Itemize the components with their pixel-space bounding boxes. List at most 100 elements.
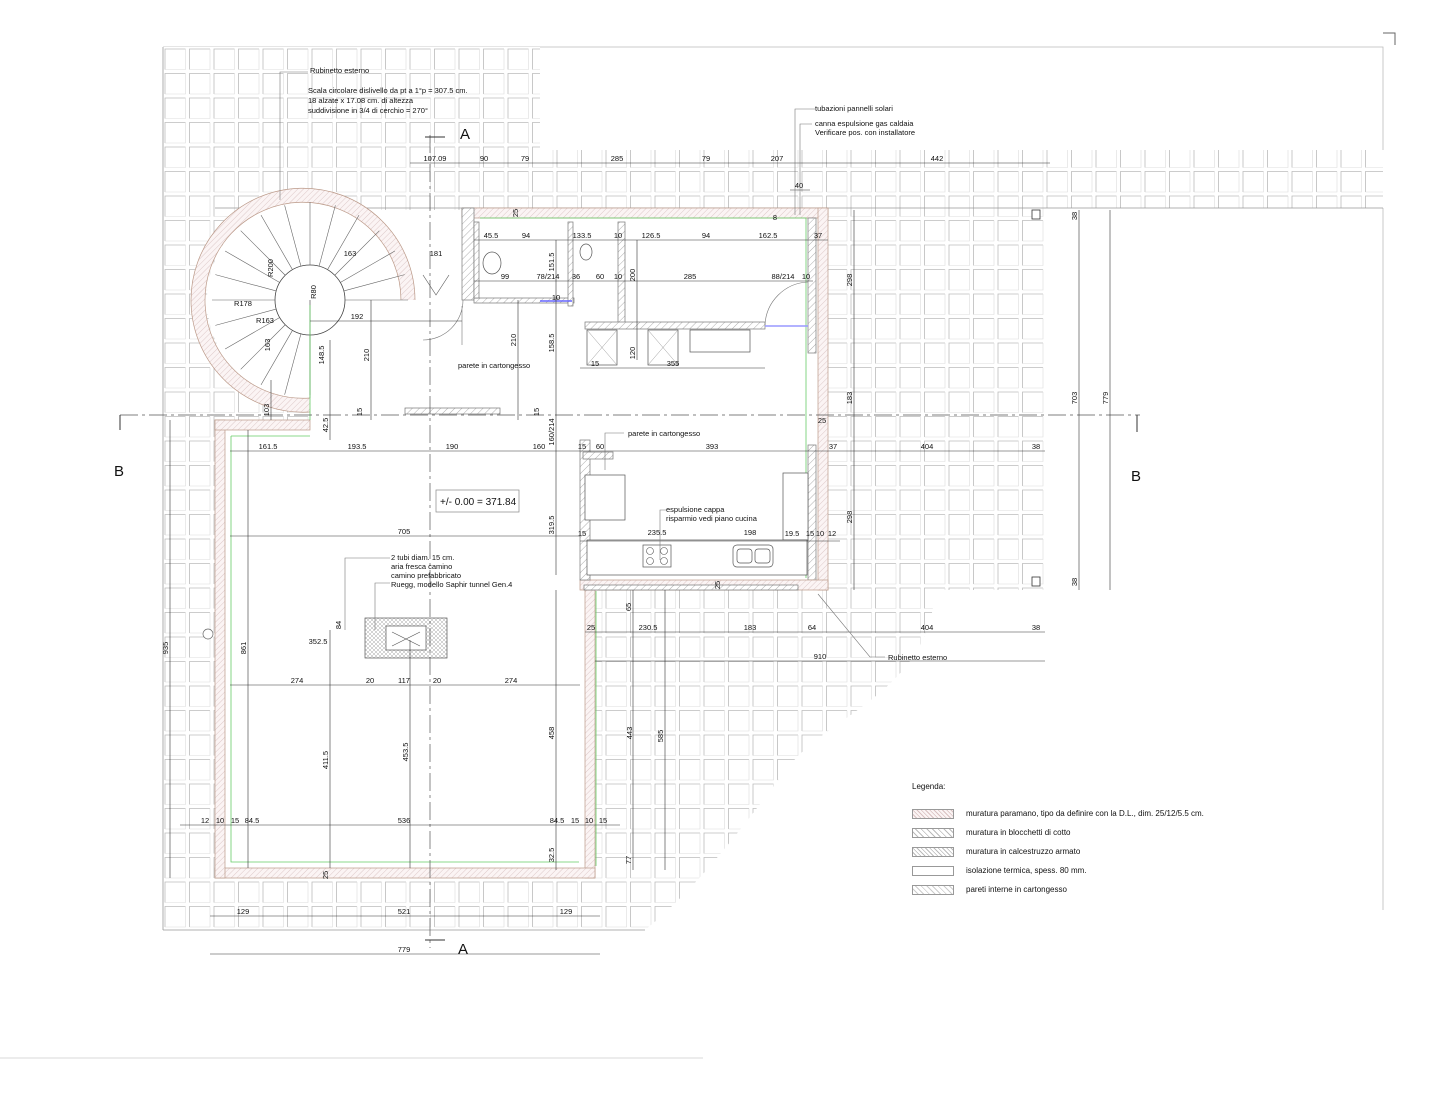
legend-swatch-cross — [912, 846, 954, 857]
stair-tread — [224, 250, 280, 283]
dimension-label: 32.5 — [547, 848, 556, 863]
spiral-staircase — [190, 187, 416, 413]
dimension-label: 393 — [706, 442, 719, 451]
dimension-label: 94 — [522, 231, 530, 240]
dimension-label: 521 — [398, 907, 411, 916]
level-label: +/- 0.00 = 371.84 — [440, 497, 517, 508]
legend-item: muratura in calcestruzzo armato — [912, 842, 1204, 861]
stair-tread — [215, 274, 277, 292]
dimension-label: 90 — [480, 154, 488, 163]
dimension-label: 161.5 — [259, 442, 278, 451]
dimension-label: 160/214 — [547, 418, 556, 445]
dimension-label: 94 — [702, 231, 710, 240]
dimension-label: 585 — [656, 730, 665, 743]
legend-item: muratura in blocchetti di cotto — [912, 823, 1204, 842]
cooktop-icon — [642, 544, 672, 568]
dimension-label: 36 — [572, 272, 580, 281]
legend-label: muratura in calcestruzzo armato — [966, 847, 1081, 856]
note-scala-1: Scala circolare dislivello da pt a 1°p =… — [308, 86, 468, 95]
legend-swatch-hatch — [912, 884, 954, 895]
dimension-label: 10 — [552, 293, 560, 302]
dimension-label: 15 — [231, 816, 239, 825]
dimension-label: 15 — [806, 529, 814, 538]
legend: Legenda: muratura paramano, tipo da defi… — [912, 782, 1204, 899]
dimension-label: 84 — [334, 621, 343, 629]
dimension-label: 160 — [533, 442, 546, 451]
dimension-label: 25 — [818, 416, 826, 425]
dimension-label: 19.5 — [785, 529, 800, 538]
dimension-label: 210 — [509, 334, 518, 347]
stair-tread — [318, 205, 336, 267]
dimension-label: 198 — [744, 528, 757, 537]
legend-label: pareti interne in cartongesso — [966, 885, 1067, 894]
dimension-label: 536 — [398, 816, 411, 825]
dimension-label: 298 — [845, 274, 854, 287]
sheet-corner-mark — [1383, 32, 1396, 45]
dimension-label: 20 — [433, 676, 441, 685]
dimension-label: 37 — [814, 231, 822, 240]
note-camino-2: aria fresca camino — [391, 562, 452, 571]
dimension-label: 705 — [398, 527, 411, 536]
column-icon — [1031, 209, 1041, 220]
tap-icon — [202, 628, 214, 640]
dimension-label: 10 — [216, 816, 224, 825]
legend-swatch-brick — [912, 808, 954, 819]
stair-tread — [343, 274, 405, 292]
door-swing — [764, 281, 809, 326]
dimension-label: 404 — [921, 442, 934, 451]
dimension-label: 79 — [521, 154, 529, 163]
dimension-label: 10 — [816, 529, 824, 538]
stair-tread — [340, 250, 396, 283]
dimension-label: 210 — [362, 349, 371, 362]
dimension-label: 25 — [321, 871, 330, 879]
dimension-label: 15 — [578, 529, 586, 538]
site-boundary — [163, 46, 1384, 150]
dimension-label: 151.5 — [547, 253, 556, 272]
stair-tread — [260, 330, 293, 386]
washbasin-icon — [482, 251, 502, 275]
legend-label: isolazione termica, spess. 80 mm. — [966, 866, 1087, 875]
section-a-bottom: A — [458, 941, 468, 958]
dimension-label: 183 — [845, 392, 854, 405]
dimension-label: 77 — [624, 856, 633, 864]
dimension-label: 193.5 — [348, 442, 367, 451]
annotations: Rubinetto esterno Scala circolare disliv… — [114, 66, 1141, 958]
column-icon — [1031, 576, 1041, 587]
dimension-label: 25 — [713, 581, 722, 589]
note-solar: tubazioni pannelli solari — [815, 104, 893, 113]
note-scala-2: 18 alzate x 17.08 cm. di altezza — [308, 96, 414, 105]
dimension-label: 200 — [628, 269, 637, 282]
dimension-label: 10 — [614, 272, 622, 281]
dimension-label: 15 — [532, 408, 541, 416]
dimension-label: 910 — [814, 652, 827, 661]
dimension-label: 10 — [614, 231, 622, 240]
dimension-label: 411.5 — [321, 751, 330, 769]
dimension-label: 133.5 — [573, 231, 592, 240]
dimension-label: 38 — [1070, 212, 1079, 220]
dimension-label: 99 — [501, 272, 509, 281]
stair-tread — [215, 308, 277, 326]
dimension-label: 443 — [625, 727, 634, 740]
dimension-label: 15 — [578, 442, 586, 451]
dimension-label: 60 — [596, 442, 604, 451]
dimension-label: 8 — [773, 213, 777, 222]
dimension-label: 88/214 — [772, 272, 795, 281]
section-lines — [119, 135, 1140, 948]
legend-swatch-hatch — [912, 827, 954, 838]
section-b-right: B — [1131, 468, 1141, 485]
note-camino-4: Ruegg, modello Saphir tunnel Gen.4 — [391, 580, 512, 589]
dimension-label: 230.5 — [639, 623, 658, 632]
stair-tread — [224, 317, 280, 350]
dimension-label: 190 — [446, 442, 459, 451]
dimension-label: 935 — [161, 642, 170, 655]
legend-swatch-plain — [912, 865, 954, 876]
dimension-label: 10 — [802, 272, 810, 281]
dimension-label: 235.5 — [648, 528, 667, 537]
dimension-label: 703 — [1070, 392, 1079, 405]
dimension-label: R200 — [266, 259, 275, 277]
level-box — [435, 489, 520, 513]
section-b-left: B — [114, 463, 124, 480]
dimension-label: 779 — [1101, 392, 1110, 405]
